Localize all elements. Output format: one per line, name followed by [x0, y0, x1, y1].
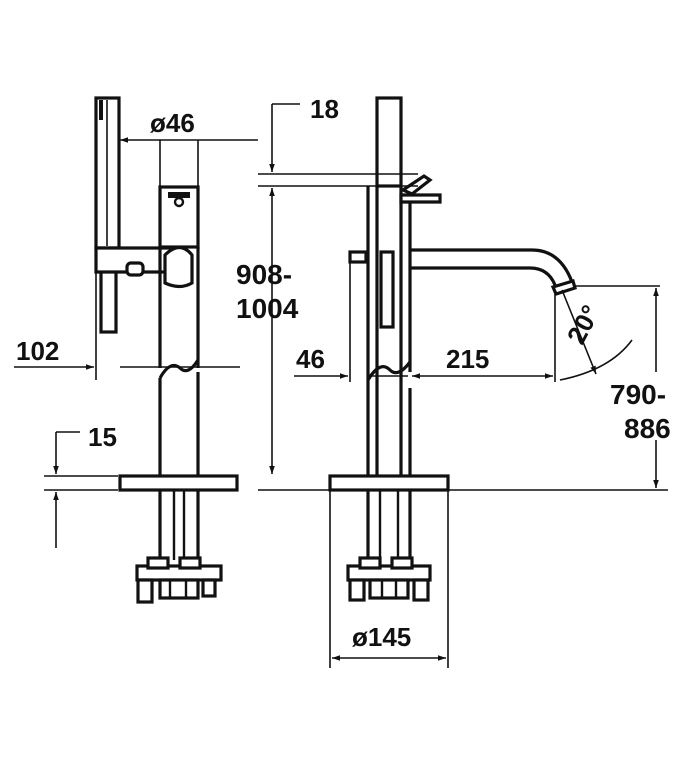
- side-view: 18 908- 1004 46 215 20° 790- 886 ø145: [236, 94, 671, 668]
- side-break-mark: [366, 361, 412, 381]
- angle-arc: [559, 339, 633, 381]
- valve-connector: [135, 556, 223, 604]
- handshower-grip-hatch: [99, 100, 103, 120]
- dim-spout-diameter: ø46: [150, 108, 195, 138]
- lever-knob: [125, 261, 145, 277]
- side-handshower: [375, 96, 403, 188]
- column-break-mark: [158, 359, 200, 379]
- dim-total-height-line1: 908-: [236, 259, 292, 290]
- dim-spout-height-line2: 886: [624, 413, 671, 444]
- dim-spout-reach: 215: [446, 344, 489, 374]
- mixer-body: [163, 245, 194, 289]
- dim-total-height-line2: 1004: [236, 293, 299, 324]
- spout: [410, 248, 574, 283]
- side-valve-connector: [346, 556, 432, 602]
- side-lever: [399, 193, 442, 204]
- dim-floor-thickness: 15: [88, 422, 117, 452]
- dim-base-diameter: ø145: [352, 622, 411, 652]
- dim-handshower-offset: 102: [16, 336, 59, 366]
- handshower-handle: [99, 266, 118, 334]
- dim-top-gap: 18: [310, 94, 339, 124]
- dim-spout-height-line1: 790-: [610, 379, 666, 410]
- side-floor-plate: [328, 474, 450, 492]
- floor-plate: [118, 474, 239, 492]
- dim-swivel-angle: 20°: [561, 300, 606, 349]
- dim-side-offset: 46: [296, 344, 325, 374]
- front-view: ø46 102 15: [14, 96, 258, 604]
